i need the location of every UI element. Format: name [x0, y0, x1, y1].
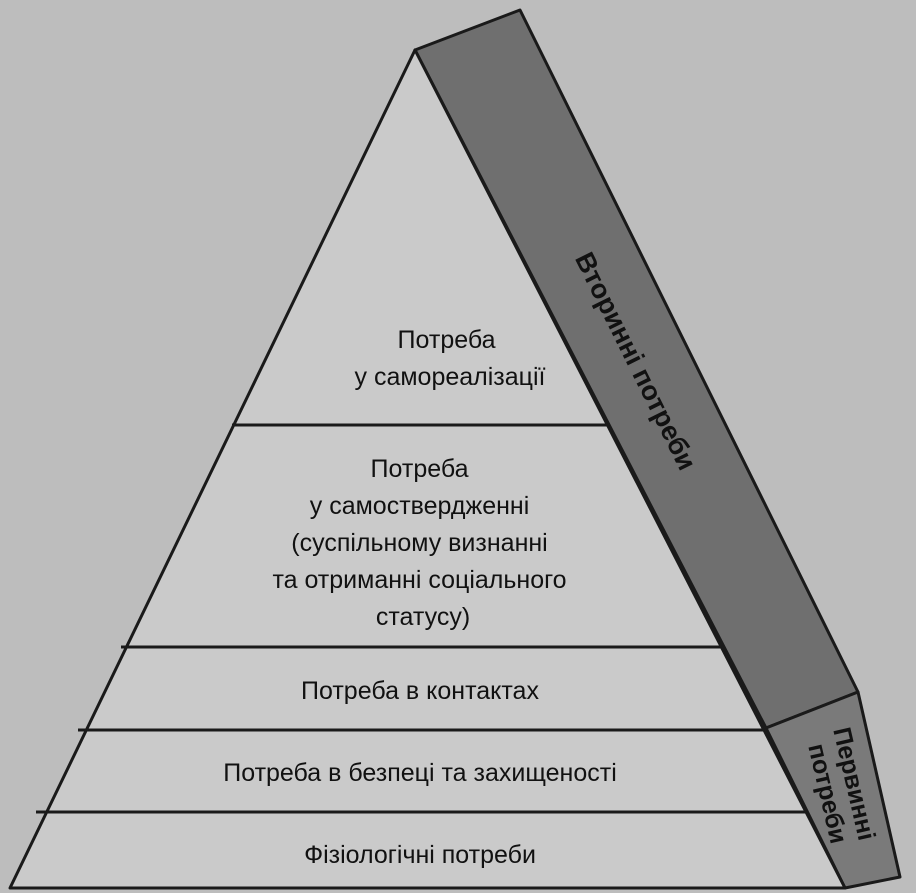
level-physiological: Фізіологічні потреби	[304, 841, 536, 869]
level-safety: Потреба в безпеці та захищеності	[223, 759, 617, 787]
level-esteem: Потреба у самоствердженні (суспільному в…	[272, 455, 573, 631]
level-self-actualization: Потреба у самореалізації	[355, 326, 546, 391]
pyramid-face	[8, 48, 847, 890]
level-social-contacts: Потреба в контактах	[301, 677, 539, 705]
